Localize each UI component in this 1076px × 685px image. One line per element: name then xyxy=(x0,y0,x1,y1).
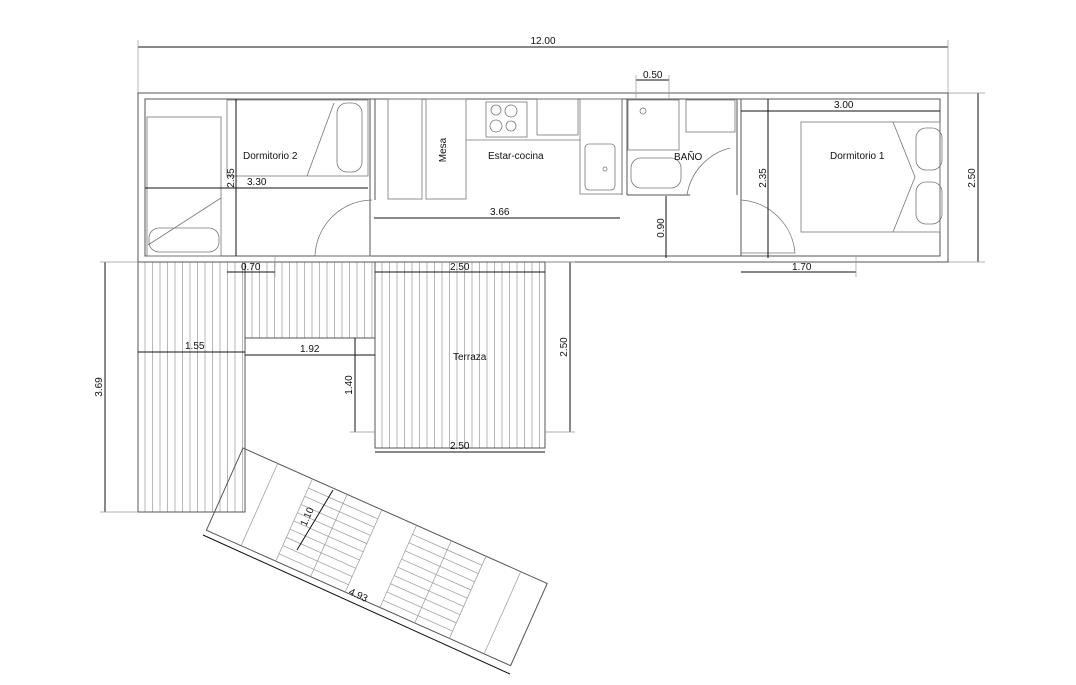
bathroom: BAÑO xyxy=(627,99,796,254)
deck-slat xyxy=(417,615,453,632)
deck-slat xyxy=(282,545,318,562)
ramp xyxy=(205,447,548,667)
deck-slat xyxy=(313,568,349,586)
deck-slat xyxy=(342,503,378,520)
deck-slat xyxy=(436,574,472,591)
door-swing xyxy=(740,199,796,254)
living-kitchen: Mesa Estar-cocina xyxy=(314,98,623,257)
deck-slat xyxy=(405,550,441,567)
drain-icon xyxy=(639,107,647,115)
dimension-label: 1.10 xyxy=(299,505,317,528)
dimension-label: 1.70 xyxy=(792,262,812,273)
pillow-icon xyxy=(915,181,943,225)
oven xyxy=(536,98,579,136)
bedroom-2: Dormitorio 2 xyxy=(146,99,369,257)
door-swing xyxy=(314,199,373,257)
deck-slat xyxy=(339,511,375,528)
deck-slat xyxy=(425,598,461,615)
deck-slats xyxy=(144,262,540,512)
table xyxy=(425,98,467,200)
dimension-label: 2.50 xyxy=(450,441,470,452)
room-label: Dormitorio 2 xyxy=(243,151,298,162)
deck-left xyxy=(137,261,246,513)
counter xyxy=(579,98,623,195)
dimension-label: 2.50 xyxy=(450,262,470,273)
pillow-icon xyxy=(148,227,220,253)
deck-slat xyxy=(421,607,457,624)
deck-slat xyxy=(324,544,360,561)
dimension-label: 1.92 xyxy=(300,344,320,355)
deck-slat xyxy=(286,537,322,554)
deck-slat xyxy=(331,527,367,544)
deck-slat xyxy=(317,560,353,577)
bed xyxy=(226,99,369,177)
deck-slat xyxy=(447,549,483,566)
deck-slat xyxy=(397,566,433,584)
dimension-total-length: 12.00 xyxy=(137,36,949,93)
deck-slat xyxy=(335,519,371,536)
deck-slat xyxy=(300,504,336,521)
deck-slat xyxy=(383,599,419,616)
deck-slat xyxy=(293,520,329,537)
dimension-label: 1.40 xyxy=(344,375,355,395)
dimension-label: 2.35 xyxy=(226,168,237,188)
room-label: Estar-cocina xyxy=(488,151,544,162)
deck-slat xyxy=(443,557,479,574)
dimension-label: 0.50 xyxy=(643,70,663,81)
deck-slat xyxy=(390,583,426,600)
deck-slat xyxy=(310,494,348,577)
deck-mid xyxy=(244,261,376,339)
deck-slat xyxy=(394,575,430,592)
deck-slat xyxy=(240,463,279,546)
dimension-label: 0.70 xyxy=(241,262,261,273)
deck-slat xyxy=(483,571,522,655)
deck-slat xyxy=(308,487,344,504)
dimension-label: 3.69 xyxy=(94,377,105,397)
pillow-icon xyxy=(915,127,943,171)
deck-slat xyxy=(379,525,417,608)
dimension-label: 1.55 xyxy=(185,341,205,352)
deck-slat xyxy=(408,542,444,559)
room-label: BAÑO xyxy=(674,150,703,163)
toilet-icon xyxy=(630,157,682,189)
dimension-label: 2.50 xyxy=(559,337,570,357)
deck-slat xyxy=(401,558,437,575)
dimension-label: 2.35 xyxy=(758,168,769,188)
bench xyxy=(387,98,423,200)
washbasin-icon xyxy=(685,99,736,133)
deck-slat xyxy=(304,495,340,513)
door-swing xyxy=(686,147,731,196)
deck-slat xyxy=(320,552,356,569)
deck-slat xyxy=(412,534,448,551)
deck-slat xyxy=(328,536,364,553)
room-label: Dormitorio 1 xyxy=(830,151,885,162)
bedroom-1: Dormitorio 1 xyxy=(800,121,943,233)
bed xyxy=(146,116,222,257)
deck-slat xyxy=(439,565,475,583)
dimension-label: 3.00 xyxy=(834,100,854,111)
deck-slat xyxy=(449,556,487,639)
deck-slat xyxy=(275,478,313,562)
deck-slat xyxy=(432,582,468,599)
deck-slat xyxy=(278,553,314,570)
pillow-icon xyxy=(336,102,363,173)
table-label: Mesa xyxy=(438,137,449,162)
dimension-label: 3.30 xyxy=(247,177,267,188)
terrace-label: Terraza xyxy=(453,352,487,363)
deck-slat xyxy=(289,528,325,545)
bed xyxy=(800,121,941,233)
dimension-label: 3.66 xyxy=(490,207,510,218)
sink-icon xyxy=(584,143,616,191)
deck-slat xyxy=(414,540,452,624)
dimension-label: 0.90 xyxy=(656,218,667,238)
cooktop-icon xyxy=(485,101,528,138)
shower xyxy=(627,99,680,151)
deck-slat xyxy=(344,509,383,593)
svg-text:12.00: 12.00 xyxy=(530,36,555,47)
dimension-total-width: 2.50 xyxy=(948,92,985,263)
deck-slat xyxy=(386,591,422,608)
deck-slat xyxy=(428,590,464,607)
svg-text:2.50: 2.50 xyxy=(967,168,978,188)
